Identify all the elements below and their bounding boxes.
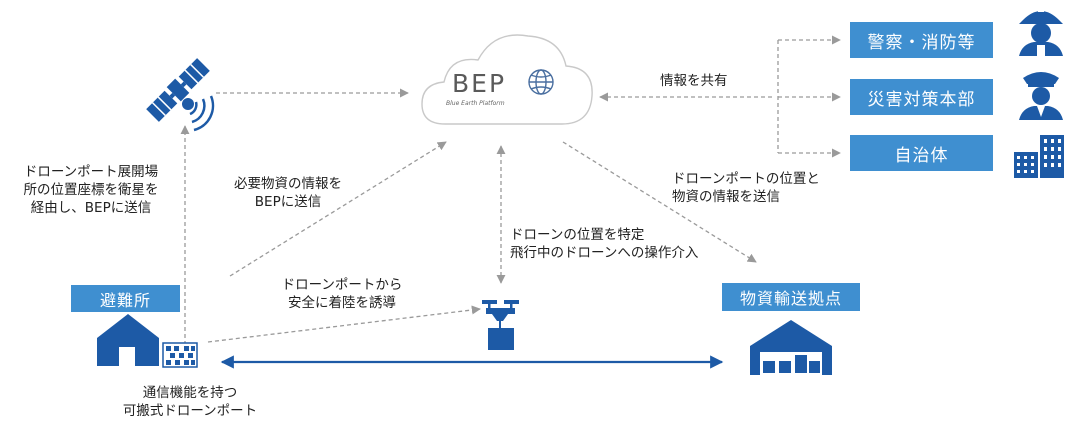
satellite-send-annotation: ドローンポート展開場 所の位置座標を衛星を 経由し、BEPに送信 — [23, 164, 159, 216]
globe-icon — [528, 69, 554, 95]
supply-info-annotation: 必要物資の情報を BEPに送信 — [234, 176, 342, 210]
bep-logo-subtitle: Blue Earth Platform — [446, 100, 505, 107]
portable-port-label: 通信機能を持つ 可搬式ドローンポート — [122, 385, 258, 419]
bep-logo-text: BEP — [452, 69, 506, 98]
agency-label: 自治体 — [894, 145, 949, 166]
cloud-to-hub-arrow — [562, 141, 757, 263]
office-building-icon — [1014, 135, 1064, 178]
shelter-box: 避難所 — [71, 285, 180, 312]
drone-icon — [482, 300, 519, 350]
satellite-icon — [146, 58, 215, 132]
port-position-annotation: ドローンポートの位置と 物資の情報を送信 — [672, 171, 820, 205]
agency-box-municipality: 自治体 — [850, 135, 993, 171]
agency-label: 警察・消防等 — [867, 32, 976, 53]
house-icon — [97, 314, 159, 366]
connection-arrows — [180, 35, 841, 345]
shelter-label: 避難所 — [99, 290, 151, 310]
cloud-icon — [421, 34, 593, 125]
port-to-drone-arrow — [207, 305, 481, 343]
agency-label: 災害対策本部 — [867, 89, 976, 110]
shelter-to-cloud-arrow — [229, 141, 447, 277]
logistics-hub-box: 物資輸送拠点 — [722, 283, 860, 311]
drone-port-icon — [162, 342, 198, 368]
firefighter-icon — [1019, 6, 1063, 56]
warehouse-icon — [750, 320, 832, 375]
agency-box-disaster-hq: 災害対策本部 — [850, 79, 993, 115]
police-officer-icon — [1019, 72, 1063, 120]
logistics-hub-label: 物資輸送拠点 — [739, 289, 842, 308]
landing-guidance-annotation: ドローンポートから 安全に着陸を誘導 — [281, 277, 403, 311]
agency-box-police-fire: 警察・消防等 — [850, 22, 993, 58]
drone-position-annotation: ドローンの位置を特定 飛行中のドローンへの操作介入 — [510, 227, 699, 261]
share-info-annotation: 情報を共有 — [660, 73, 728, 89]
